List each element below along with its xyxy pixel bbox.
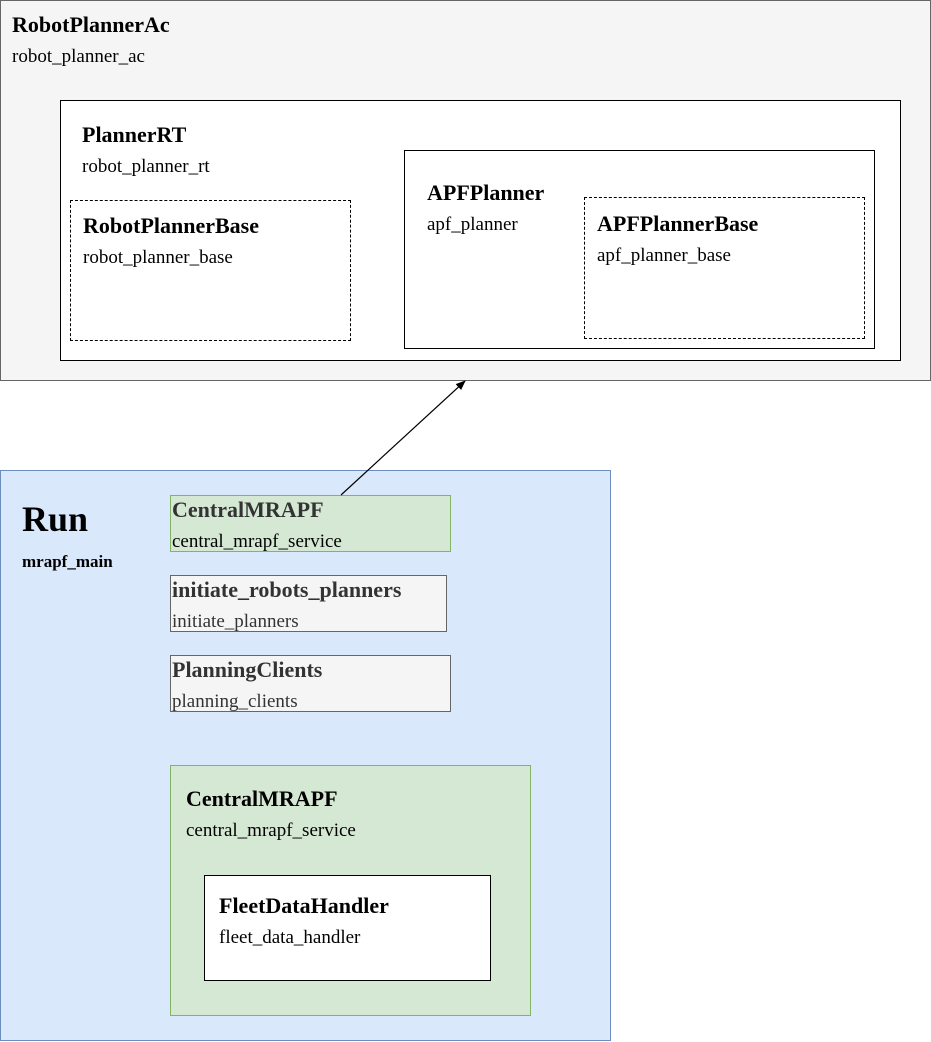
central-mrapf-ref-box[interactable] — [170, 495, 451, 552]
planning-clients-box[interactable] — [170, 655, 451, 712]
initiate-robots-planners-box[interactable] — [170, 575, 447, 632]
apf-planner-base-title: APFPlannerBase — [597, 211, 759, 236]
apf-planner-base-container[interactable] — [584, 197, 865, 339]
planner-rt-title: PlannerRT — [82, 122, 187, 147]
robot-planner-base-container[interactable] — [70, 200, 351, 341]
planning-clients-module: planning_clients — [172, 691, 298, 712]
robot-planner-ac-module: robot_planner_ac — [12, 46, 145, 67]
planner-rt-module: robot_planner_rt — [82, 156, 210, 177]
robot-planner-base-title: RobotPlannerBase — [83, 213, 259, 238]
run-title: Run — [22, 499, 89, 539]
central-mrapf-title: CentralMRAPF — [186, 786, 338, 811]
apf-planner-title: APFPlanner — [427, 180, 545, 205]
robot-planner-base-module: robot_planner_base — [83, 247, 233, 268]
run-module: mrapf_main — [22, 552, 113, 571]
apf-planner-base-module: apf_planner_base — [597, 245, 731, 266]
robot-planner-ac-title: RobotPlannerAc — [12, 12, 170, 37]
central-mrapf-ref-module: central_mrapf_service — [172, 531, 342, 552]
fleet-data-handler-box[interactable] — [204, 875, 491, 981]
central-mrapf-module: central_mrapf_service — [186, 820, 356, 841]
fleet-data-handler-title: FleetDataHandler — [219, 893, 389, 918]
initiate-robots-planners-module: initiate_planners — [172, 611, 299, 632]
initiate-robots-planners-title: initiate_robots_planners — [172, 577, 402, 602]
central-mrapf-ref-title: CentralMRAPF — [172, 497, 324, 522]
fleet-data-handler-module: fleet_data_handler — [219, 927, 361, 948]
planning-clients-title: PlanningClients — [172, 657, 323, 682]
apf-planner-module: apf_planner — [427, 214, 518, 235]
